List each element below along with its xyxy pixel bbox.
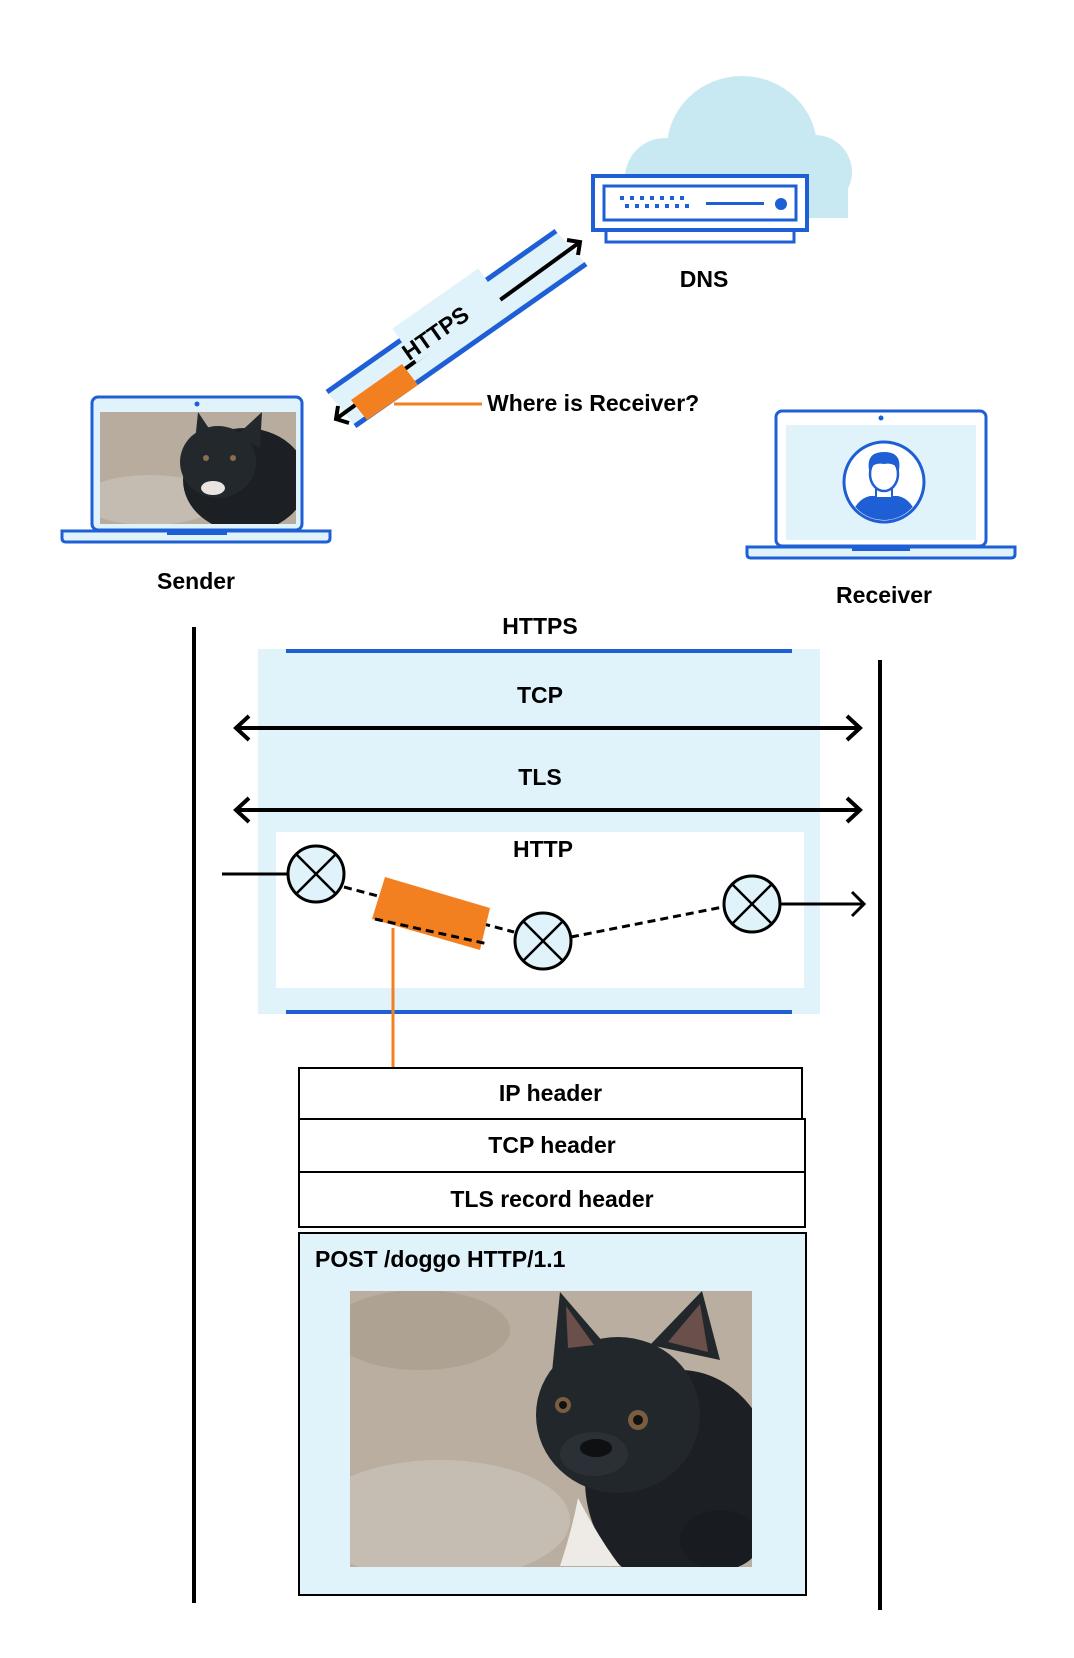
router-node-icon xyxy=(722,874,782,934)
user-avatar-icon xyxy=(842,440,926,524)
receiver-label: Receiver xyxy=(836,582,932,608)
dns-server-icon xyxy=(591,174,809,244)
dog-photo-image xyxy=(100,412,296,524)
dog-photo-image xyxy=(350,1291,752,1567)
ip-header: IP header xyxy=(298,1067,803,1120)
dns-label: DNS xyxy=(679,266,729,292)
tls-arrow xyxy=(233,796,863,824)
https-tunnel xyxy=(325,228,588,429)
router-node-icon xyxy=(513,911,573,971)
http-label: HTTP xyxy=(512,836,574,862)
tcp-label: TCP xyxy=(517,682,563,708)
tcp-header: TCP header xyxy=(298,1118,806,1173)
query-label: Where is Receiver? xyxy=(487,390,700,416)
tcp-arrow xyxy=(233,714,863,742)
request-line: POST /doggo HTTP/1.1 xyxy=(315,1246,566,1272)
https-label: HTTPS xyxy=(502,613,578,639)
sender-label: Sender xyxy=(157,568,235,594)
tls-label: TLS xyxy=(518,764,562,790)
intercepted-packet xyxy=(372,877,490,950)
tls-record-header: TLS record header xyxy=(298,1171,806,1228)
lifelines xyxy=(192,627,882,1610)
router-node-icon xyxy=(286,844,346,904)
